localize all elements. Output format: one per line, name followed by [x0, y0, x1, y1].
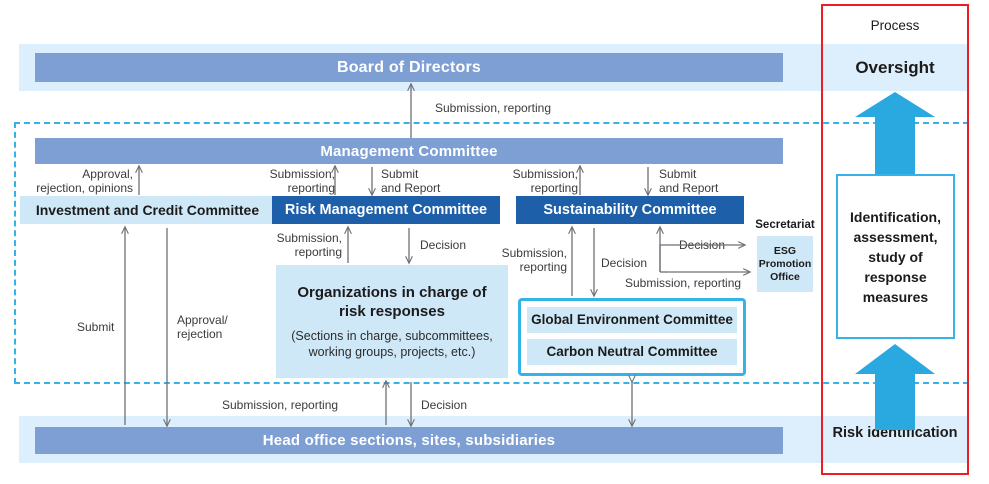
- edge-label-submit: Submit: [77, 320, 115, 334]
- edge-label-decision-bottom: Decision: [421, 398, 468, 412]
- sustainability-committee-box[interactable]: Sustainability Committee: [516, 196, 744, 224]
- management-committee-bar[interactable]: Management Committee: [35, 138, 783, 164]
- risk-management-committee-label: Risk Management Committee: [284, 202, 488, 218]
- edge-label-board-submission: Submission, reporting: [434, 101, 552, 115]
- edge-label-submission-reporting-2: Submission, reporting: [512, 167, 578, 195]
- edge-label-submission-reporting-bottom: Submission, reporting: [222, 398, 339, 412]
- environment-committees-group: Global Environment Committee Carbon Neut…: [518, 298, 746, 376]
- secretariat-label: Secretariat: [755, 219, 815, 231]
- edge-label-approval-rejection-opinions: Approval, rejection, opinions: [36, 167, 133, 195]
- global-environment-committee-item[interactable]: Global Environment Committee: [527, 307, 737, 333]
- edge-label-decision-3: Decision: [679, 238, 726, 252]
- management-committee-label: Management Committee: [320, 142, 498, 160]
- board-of-directors-bar[interactable]: Board of Directors: [35, 53, 783, 82]
- organizations-subtitle: (Sections in charge, subcommittees, work…: [291, 329, 493, 359]
- esg-promotion-office-box[interactable]: ESG Promotion Office: [757, 236, 813, 292]
- edge-label-submission-reporting-1: Submission, reporting: [269, 167, 335, 195]
- oversight-label: Oversight: [855, 58, 935, 77]
- organizations-in-charge-box[interactable]: Organizations in charge of risk response…: [276, 265, 508, 378]
- process-heading: Process: [870, 18, 920, 33]
- edge-label-decision-2: Decision: [601, 256, 648, 270]
- edge-label-approval-rejection: Approval/ rejection: [177, 313, 228, 341]
- board-of-directors-label: Board of Directors: [336, 58, 482, 76]
- edge-label-submission-reporting-3: Submission, reporting: [276, 231, 342, 259]
- edge-label-submit-and-report-1: Submit and Report: [381, 167, 441, 195]
- risk-identification-label: Risk identification: [832, 425, 958, 441]
- edge-label-submission-reporting-5: Submission, reporting: [625, 276, 742, 290]
- process-column-frame: [821, 4, 969, 475]
- edge-label-submit-and-report-2: Submit and Report: [659, 167, 719, 195]
- sustainability-committee-label: Sustainability Committee: [543, 202, 717, 218]
- organizations-title: Organizations in charge of risk response…: [297, 284, 487, 320]
- investment-and-credit-committee-label: Investment and Credit Committee: [35, 202, 260, 218]
- investment-and-credit-committee-box[interactable]: Investment and Credit Committee: [20, 196, 275, 224]
- identification-assessment-card[interactable]: Identification, assessment, study of res…: [836, 174, 955, 339]
- edge-label-decision-1: Decision: [420, 238, 467, 252]
- head-office-bar[interactable]: Head office sections, sites, subsidiarie…: [35, 427, 783, 454]
- edge-label-submission-reporting-4: Submission, reporting: [501, 246, 567, 274]
- carbon-neutral-committee-item[interactable]: Carbon Neutral Committee: [527, 339, 737, 365]
- identification-assessment-label: Identification, assessment, study of res…: [850, 208, 941, 305]
- esg-promotion-office-label: ESG Promotion Office: [758, 244, 812, 283]
- head-office-label: Head office sections, sites, subsidiarie…: [262, 432, 556, 449]
- risk-management-committee-box[interactable]: Risk Management Committee: [272, 196, 500, 224]
